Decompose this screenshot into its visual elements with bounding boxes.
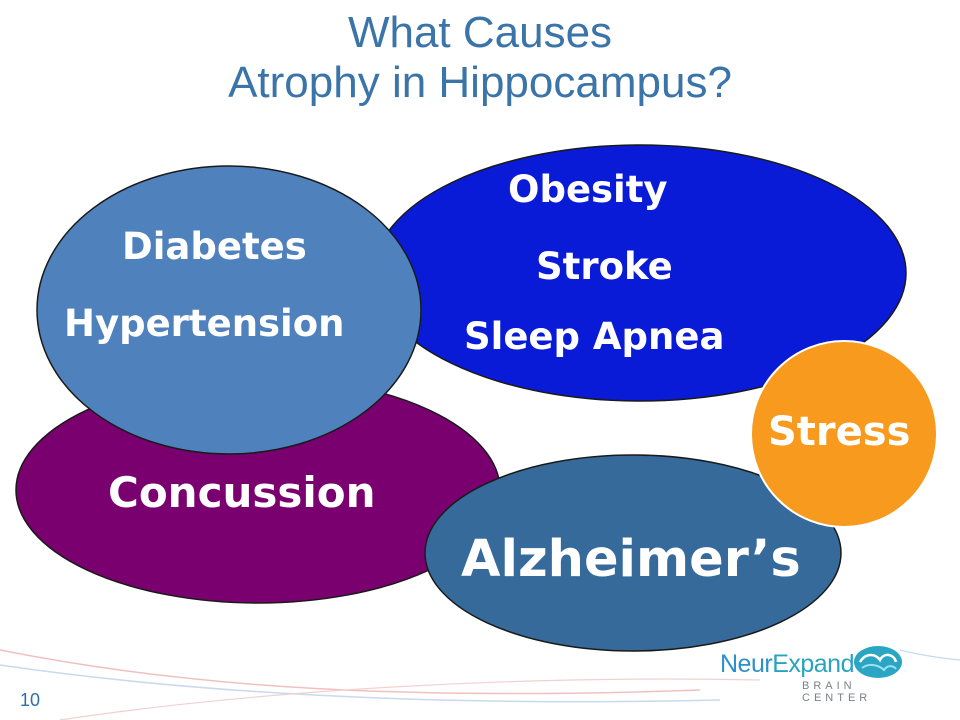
page-title: What Causes Atrophy in Hippocampus?	[0, 8, 960, 108]
logo-wordmark: NeurExpand	[720, 650, 854, 679]
alzheimers-oval	[424, 454, 842, 652]
label-concussion: Concussion	[108, 468, 376, 517]
title-line-2: Atrophy in Hippocampus?	[228, 58, 732, 107]
neurexpand-logo: NeurExpand BRAIN CENTER	[720, 642, 920, 704]
logo-name-part1: Neur	[720, 650, 773, 678]
label-obesity: Obesity	[508, 168, 668, 211]
brain-icon	[854, 646, 902, 678]
logo-tagline: BRAIN CENTER	[802, 680, 872, 704]
label-stroke: Stroke	[536, 245, 673, 288]
logo-name-part2: Expand	[772, 650, 854, 678]
label-stress: Stress	[768, 409, 911, 455]
label-sleep-apnea: Sleep Apnea	[464, 315, 725, 358]
title-line-1: What Causes	[347, 8, 613, 57]
label-hypertension: Hypertension	[64, 302, 345, 345]
slide-number: 10	[20, 690, 41, 710]
diabetes-hypertension-oval	[36, 165, 422, 455]
label-alzheimers: Alzheimer’s	[461, 530, 801, 589]
stress-circle	[750, 340, 938, 528]
label-diabetes: Diabetes	[122, 225, 307, 268]
